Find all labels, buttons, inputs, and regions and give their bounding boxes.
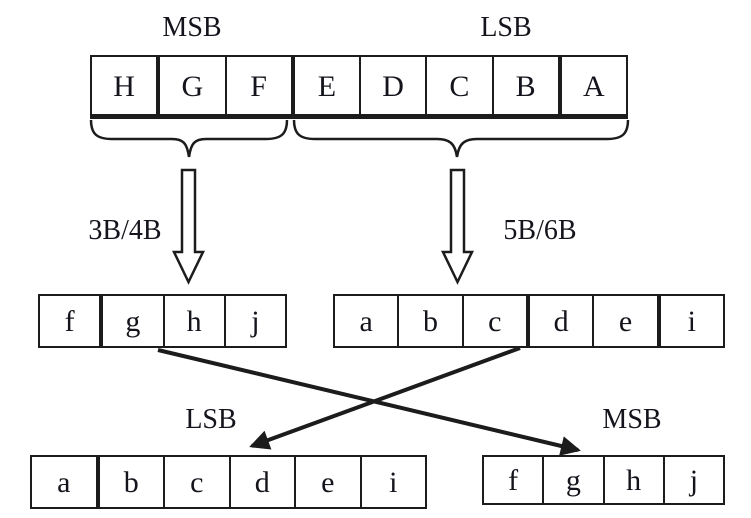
bit-cell-e: e — [594, 296, 661, 346]
bit-cell-i2: i — [389, 466, 398, 499]
block-arrow-down-right-icon — [441, 168, 474, 285]
bit-cell-e2: e — [296, 457, 362, 507]
bit-cell-B: B — [494, 57, 562, 114]
bit-cell-f2: f — [484, 457, 545, 503]
block-arrow-down-left-icon — [172, 168, 205, 285]
bit-cell-g2: g — [544, 457, 605, 503]
bottom-lsb-label: LSB — [185, 404, 237, 435]
bit-cell-H: H — [92, 57, 161, 114]
bit-cell-D: D — [361, 57, 428, 114]
bit-cell-E: E — [295, 57, 361, 114]
bottom-msb-register: f g h j — [482, 455, 725, 505]
top-byte-register: H G F E D C B A — [90, 55, 628, 119]
top-msb-label: MSB — [162, 12, 222, 43]
bit-cell-g: g — [103, 296, 165, 346]
bit-cell-b: b — [399, 296, 464, 346]
bit-cell-b2: b — [100, 457, 165, 507]
mid-right-block-abcdei: a b c d e i — [333, 294, 725, 348]
bit-cell-C: C — [427, 57, 494, 114]
bit-cell-a: a — [335, 296, 400, 346]
bit-cell-F: F — [227, 57, 295, 114]
bit-cell-a2: a — [32, 457, 100, 507]
top-lsb-label: LSB — [480, 12, 532, 43]
bit-cell-h: h — [165, 296, 226, 346]
cross-arrow-to-msb-icon — [157, 348, 581, 456]
bit-cell-c: c — [464, 296, 530, 346]
lsb-group-brace-icon — [292, 119, 630, 158]
bit-cell-d2: d — [231, 457, 296, 507]
bit-cell-f: f — [40, 296, 104, 346]
bit-cell-j2: j — [689, 464, 699, 497]
encoder-5b6b-label: 5B/6B — [503, 215, 577, 246]
bit-cell-h2: h — [605, 457, 665, 503]
mid-left-block-fghj: f g h j — [38, 294, 287, 348]
bit-cell-A: A — [583, 69, 605, 103]
bit-cell-G: G — [160, 57, 227, 114]
bottom-lsb-register: a b c d e i — [30, 455, 427, 509]
cross-arrow-to-lsb-icon — [249, 346, 521, 450]
bit-cell-d: d — [530, 296, 595, 346]
bottom-msb-label: MSB — [602, 404, 662, 435]
msb-group-brace-icon — [89, 119, 289, 158]
encoder-3b4b-label: 3B/4B — [88, 215, 162, 246]
bit-cell-j: j — [251, 305, 260, 338]
bit-cell-i: i — [687, 305, 696, 338]
bit-cell-c2: c — [165, 457, 231, 507]
